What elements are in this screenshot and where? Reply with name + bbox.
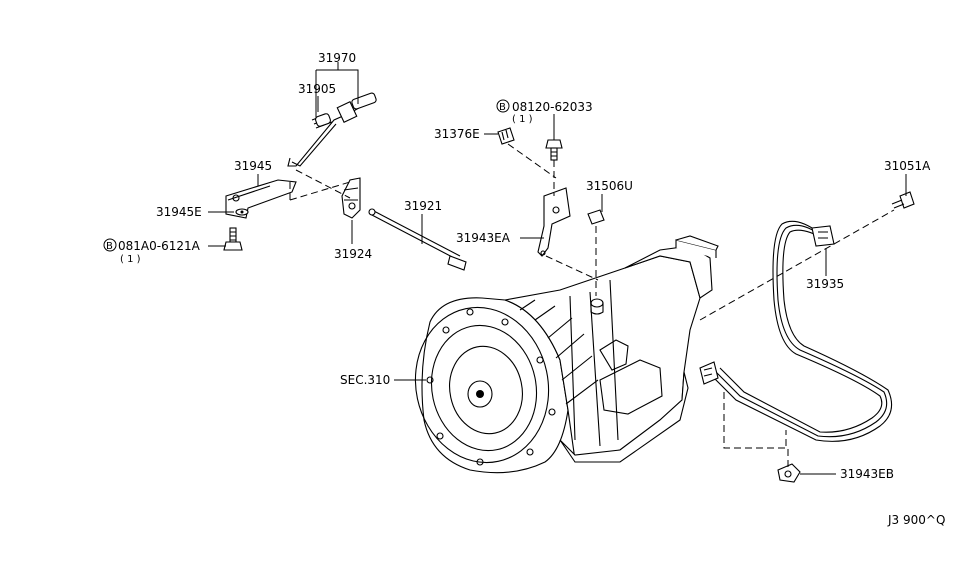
leader-lines — [208, 62, 907, 475]
label-31376E: 31376E — [434, 127, 480, 141]
part-labels: 31970 31905 31945 31945E B 081A0-6121A (… — [103, 51, 945, 527]
clip-31376E — [497, 127, 515, 145]
label-31943EA: 31943EA — [456, 231, 511, 245]
label-31945: 31945 — [234, 159, 272, 173]
bolt-08120 — [545, 139, 563, 161]
bolt2-symbol: B — [499, 102, 506, 113]
clip-31943EB — [777, 463, 801, 483]
bracket-31943EA — [537, 187, 571, 257]
label-31943EB: 31943EB — [840, 467, 894, 481]
assembly-guide-lines — [289, 143, 895, 468]
bolt1-callout: B 081A0-6121A ( 1 ) — [103, 238, 201, 265]
diagram-code: J3 900^Q — [887, 513, 945, 527]
label-31905: 31905 — [298, 82, 336, 96]
control-cable-assembly — [287, 92, 377, 167]
bracket-31945 — [223, 179, 297, 251]
label-bolt1-code: 081A0-6121A — [118, 239, 201, 253]
label-31970: 31970 — [318, 51, 356, 65]
bolt-31051A — [891, 191, 915, 209]
transmission-assembly — [414, 235, 719, 474]
label-bolt1-qty: ( 1 ) — [120, 254, 141, 265]
label-31051A: 31051A — [884, 159, 931, 173]
label-31924: 31924 — [334, 247, 372, 261]
label-bolt2-code: 08120-62033 — [512, 100, 593, 114]
sensor-31506U — [587, 209, 605, 225]
bolt1-symbol: B — [106, 241, 113, 252]
label-31506U: 31506U — [586, 179, 633, 193]
rod-31921 — [368, 208, 467, 271]
bolt2-callout: B 08120-62033 ( 1 ) — [496, 99, 593, 125]
label-bolt2-qty: ( 1 ) — [512, 114, 533, 125]
harness-31935 — [699, 220, 893, 442]
label-31935: 31935 — [806, 277, 844, 291]
label-sec310: SEC.310 — [340, 373, 390, 387]
lever-31924 — [341, 177, 361, 219]
label-31921: 31921 — [404, 199, 442, 213]
label-31945E: 31945E — [156, 205, 202, 219]
